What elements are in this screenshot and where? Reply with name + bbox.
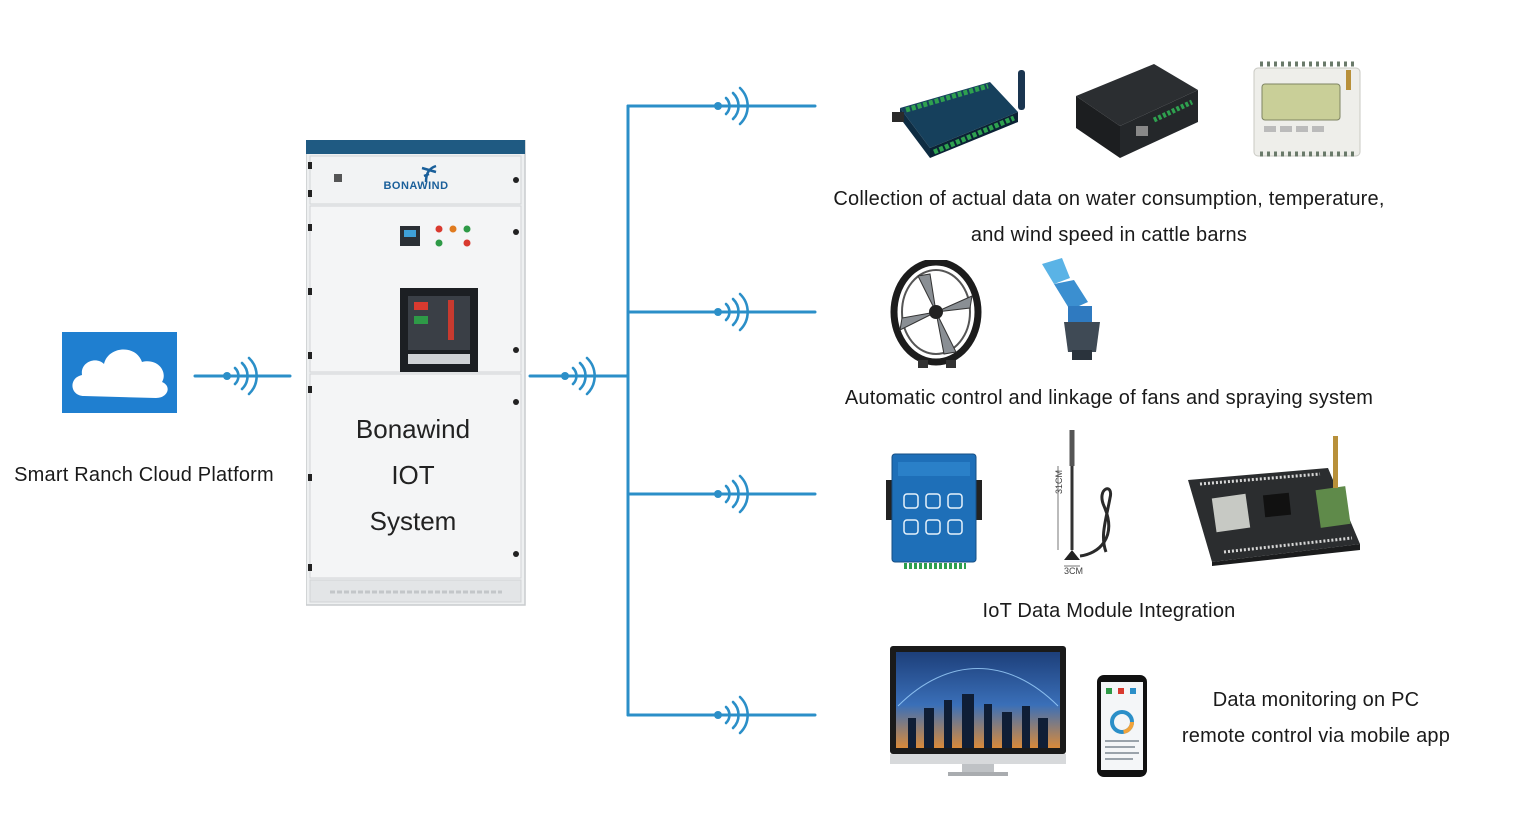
wifi-signal-icon (714, 292, 749, 332)
cabinet-title-line-2: IOT (391, 460, 435, 490)
control-cabinet (306, 140, 526, 606)
antenna-height-label: 31CM (1054, 469, 1064, 494)
iot-module-icon (886, 453, 982, 569)
branch-4-caption-line-2: remote control via mobile app (1181, 725, 1451, 747)
cloud-label: Smart Ranch Cloud Platform (14, 464, 274, 486)
wifi-signal-icon (714, 474, 749, 514)
sprayer-nozzle-icon (1042, 258, 1100, 360)
smartphone-icon (1097, 675, 1147, 777)
branch-1-caption-line-2: and wind speed in cattle barns (970, 224, 1248, 246)
circuit-board-icon (1188, 436, 1360, 566)
wifi-signal-icon (223, 356, 258, 396)
branch-1-caption-line-1: Collection of actual data on water consu… (833, 188, 1385, 210)
brand-logo: BONAWIND (374, 164, 458, 196)
wifi-signal-icon (714, 86, 749, 126)
branch-2-caption: Automatic control and linkage of fans an… (844, 387, 1374, 409)
antenna-base-label: 3CM (1064, 566, 1084, 576)
cabinet-title-line-3: System (369, 506, 457, 536)
antenna-icon (1057, 430, 1113, 567)
branch-4-caption-line-1: Data monitoring on PC (1212, 689, 1420, 711)
cloud-icon (62, 332, 177, 413)
meter-display-icon (1253, 61, 1361, 157)
branch-3-caption: IoT Data Module Integration (982, 600, 1236, 622)
gateway-box-icon (1076, 64, 1198, 158)
fan-icon (890, 260, 982, 368)
cabinet-title-line-1: Bonawind (355, 414, 471, 444)
monitor-icon (890, 646, 1066, 776)
data-collector-icon (892, 70, 1025, 158)
wifi-signal-icon (561, 356, 596, 396)
wifi-signal-icon (714, 695, 749, 735)
